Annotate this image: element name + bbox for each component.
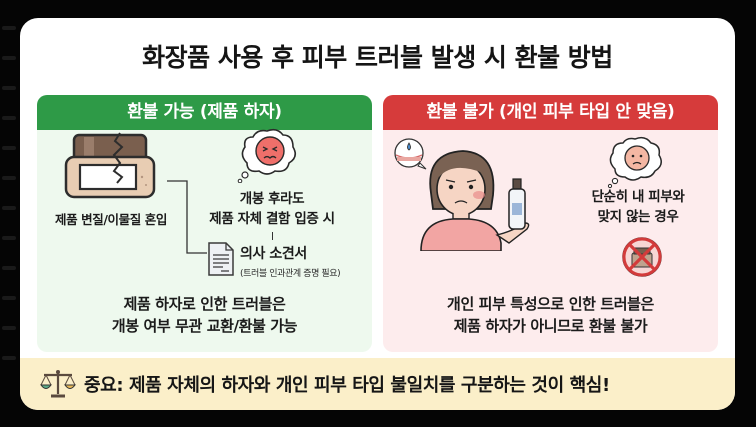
refund-possible-header: 환불 가능 (제품 하자) <box>37 95 372 130</box>
connector-tick <box>272 232 273 240</box>
prohibited-product-icon <box>622 237 662 277</box>
doctor-note-title: 의사 소견서 <box>240 246 307 262</box>
doctor-note-caption: (트러블 인과관계 증명 필요) <box>240 269 341 279</box>
summary-line2: 제품 하자가 아니므로 환불 불가 <box>453 317 648 335</box>
connector-line <box>167 180 207 254</box>
refund-possible-panel: 환불 가능 (제품 하자) 제품 변질/이물질 혼입 개봉 후라도 제품 자체 <box>37 95 372 352</box>
background-app-edge <box>0 0 20 427</box>
skin-mismatch-line1: 단순히 내 피부와 <box>591 189 685 205</box>
important-note-banner: 중요: 제품 자체의 하자와 개인 피부 타입 불일치를 구분하는 것이 핵심! <box>20 358 735 410</box>
sad-face-thought-icon <box>607 136 662 189</box>
summary-line1: 개인 피부 특성으로 인한 트러블은 <box>447 295 654 313</box>
refund-impossible-summary: 개인 피부 특성으로 인한 트러블은 제품 하자가 아니므로 환불 불가 <box>383 293 718 337</box>
jar-label: 제품 변질/이물질 혼입 <box>55 212 167 227</box>
skin-cross-section-icon <box>394 138 427 170</box>
defect-condition-line2: 제품 자체 결함 입증 시 <box>209 211 335 227</box>
skin-mismatch-text: 단순히 내 피부와 맞지 않는 경우 <box>563 187 713 227</box>
important-note-text: 중요: 제품 자체의 하자와 개인 피부 타입 불일치를 구분하는 것이 핵심! <box>84 375 610 396</box>
worried-woman-illustration <box>420 150 530 251</box>
defect-condition-line1: 개봉 후라도 <box>239 191 305 207</box>
summary-line2: 개봉 여부 무관 교환/환불 가능 <box>111 317 298 335</box>
angry-face-thought-icon <box>237 128 297 183</box>
page-title: 화장품 사용 후 피부 트러블 발생 시 환불 방법 <box>142 43 613 72</box>
refund-impossible-panel: 환불 불가 (개인 피부 타입 안 맞음) <box>383 95 718 352</box>
summary-line1: 제품 하자로 인한 트러블은 <box>123 295 286 313</box>
infographic-card: 화장품 사용 후 피부 트러블 발생 시 환불 방법 환불 가능 (제품 하자)… <box>20 18 735 410</box>
skin-mismatch-line2: 맞지 않는 경우 <box>597 209 679 225</box>
refund-possible-summary: 제품 하자로 인한 트러블은 개봉 여부 무관 교환/환불 가능 <box>37 293 372 337</box>
defect-condition-text: 개봉 후라도 제품 자체 결함 입증 시 <box>187 189 357 229</box>
scales-icon <box>40 370 76 398</box>
document-icon <box>208 242 234 276</box>
doctor-note: 의사 소견서 (트러블 인과관계 증명 필요) <box>240 243 341 279</box>
cracked-jar-icon <box>64 132 156 199</box>
refund-impossible-header: 환불 불가 (개인 피부 타입 안 맞음) <box>383 95 718 130</box>
